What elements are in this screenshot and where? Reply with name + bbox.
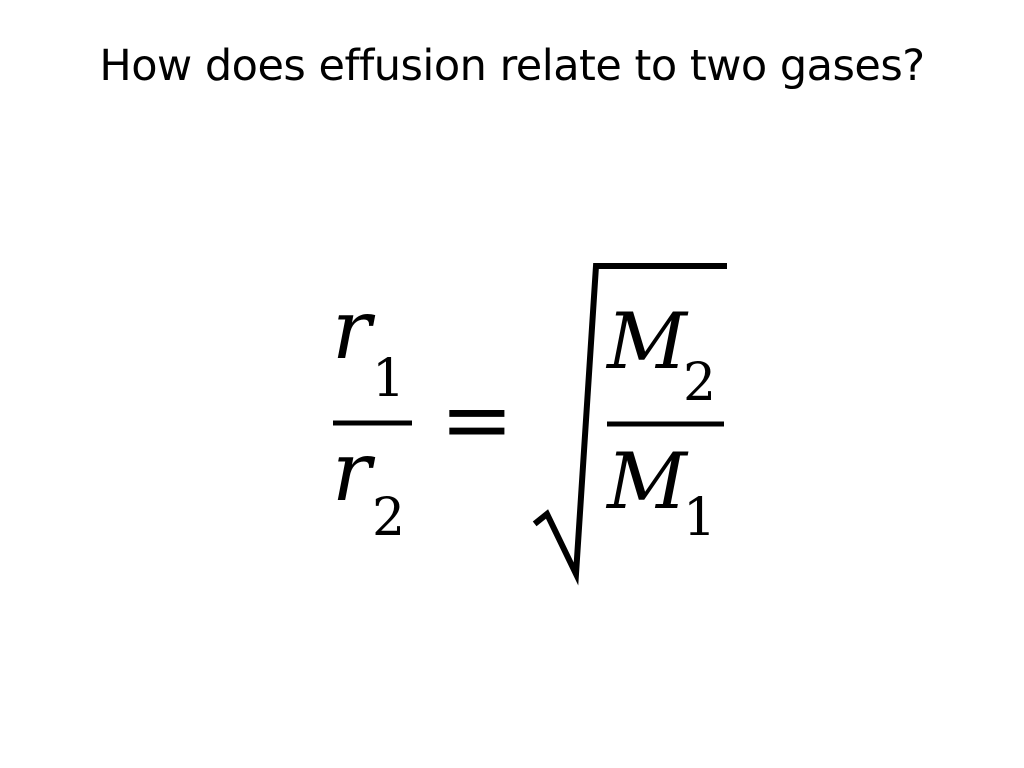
radicand-numerator-symbol: M xyxy=(605,297,689,387)
graham-law-formula: r 1 r 2 = M 2 M 1 xyxy=(332,263,727,586)
left-numerator-symbol: r xyxy=(332,283,376,378)
square-root-icon xyxy=(532,263,727,586)
left-numerator-subscript: 1 xyxy=(372,349,405,409)
left-denominator-symbol: r xyxy=(332,425,376,520)
radicand-denominator-subscript: 1 xyxy=(683,488,716,548)
slide-title: How does effusion relate to two gases? xyxy=(99,41,925,91)
radicand-denominator-symbol: M xyxy=(605,437,689,527)
radicand-numerator-subscript: 2 xyxy=(683,353,716,413)
left-fraction: r 1 r 2 xyxy=(332,283,412,548)
equals-sign: = xyxy=(440,368,514,471)
radicand-fraction: M 2 M 1 xyxy=(605,297,724,548)
left-denominator-subscript: 2 xyxy=(372,488,405,548)
